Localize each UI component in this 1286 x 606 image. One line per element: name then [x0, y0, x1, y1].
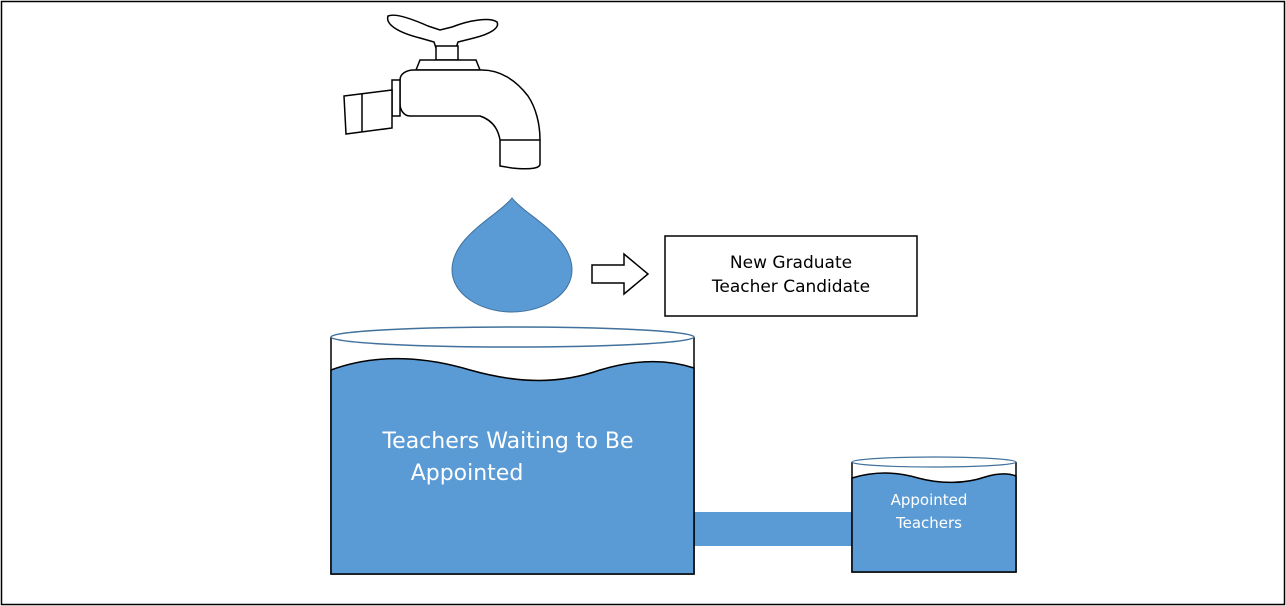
waiting-tank: Teachers Waiting to Be Appointed [330, 326, 695, 575]
appointed-tank-label-line2: Teachers [895, 514, 962, 532]
right-arrow-icon [591, 252, 650, 296]
connector-pipe [694, 512, 854, 546]
appointed-tank-label-line1: Appointed [891, 491, 968, 509]
appointed-tank: Appointed Teachers [851, 456, 1017, 573]
candidate-box: New Graduate Teacher Candidate [664, 235, 918, 317]
waiting-tank-label-line1: Teachers Waiting to Be [381, 429, 633, 454]
water-drop-icon [451, 197, 573, 313]
waiting-tank-label-line2: Appointed [411, 461, 524, 486]
faucet-icon [343, 14, 541, 170]
candidate-label-line2: Teacher Candidate [711, 277, 870, 297]
candidate-label-line1: New Graduate [730, 253, 852, 273]
